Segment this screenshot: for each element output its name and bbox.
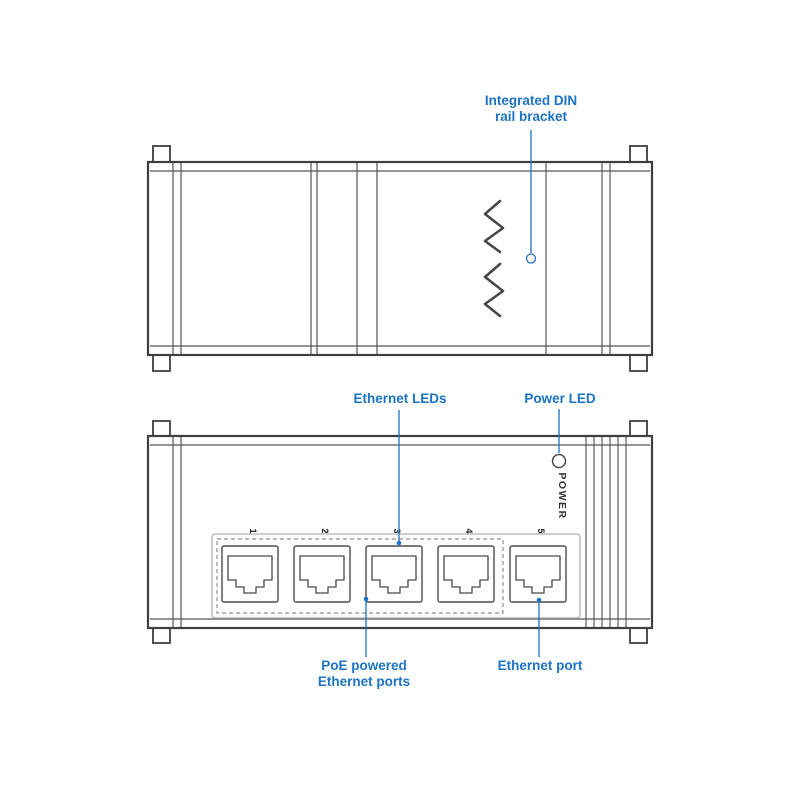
ethernet-port-1 bbox=[221, 545, 279, 603]
power-led-indicator bbox=[551, 453, 567, 469]
port-number-3: 3 bbox=[392, 528, 402, 533]
ports-container bbox=[211, 533, 581, 619]
top-view-tab-bottom-left bbox=[152, 354, 171, 372]
top-view-body bbox=[146, 160, 654, 357]
label-poe-ports: PoE powered Ethernet ports bbox=[318, 658, 410, 690]
front-view-panel-lines bbox=[150, 437, 650, 627]
top-view-tab-top-left bbox=[152, 145, 171, 163]
leader-target-din-bracket bbox=[525, 253, 537, 264]
power-panel-text: POWER bbox=[556, 472, 568, 519]
ethernet-port-4 bbox=[437, 545, 495, 603]
leader-target-ethernet-port bbox=[536, 597, 542, 603]
top-view bbox=[146, 145, 654, 372]
top-view-tab-top-right bbox=[629, 145, 648, 163]
ethernet-port-5 bbox=[509, 545, 567, 603]
front-view: POWER bbox=[146, 420, 654, 644]
label-ethernet-leds: Ethernet LEDs bbox=[353, 391, 447, 406]
top-view-panel-lines bbox=[150, 163, 650, 354]
top-view-tab-bottom-right bbox=[629, 354, 648, 372]
label-din-rail-bracket-line2: rail bracket bbox=[494, 109, 568, 124]
front-view-tab-top-left bbox=[152, 420, 171, 437]
port-numbers: 1 2 3 4 5 bbox=[248, 528, 546, 533]
front-view-foot-left bbox=[152, 627, 171, 644]
label-poe-ports-line1: PoE powered bbox=[321, 658, 407, 673]
front-view-foot-right bbox=[629, 627, 648, 644]
leader-target-ethernet-leds bbox=[396, 540, 402, 546]
port-number-4: 4 bbox=[464, 528, 474, 533]
label-din-rail-bracket-line1: Integrated DIN bbox=[484, 93, 578, 108]
label-ethernet-port: Ethernet port bbox=[497, 658, 583, 673]
label-power-led: Power LED bbox=[524, 391, 596, 406]
poe-ports-group-outline bbox=[216, 538, 504, 614]
ethernet-port-3 bbox=[365, 545, 423, 603]
port-number-5: 5 bbox=[536, 528, 546, 533]
front-view-tab-top-right bbox=[629, 420, 648, 437]
port-number-2: 2 bbox=[320, 528, 330, 533]
callout-leaders bbox=[363, 130, 560, 657]
leader-target-poe-ports bbox=[363, 596, 369, 602]
din-rail-clip bbox=[483, 199, 505, 318]
ethernet-port-2 bbox=[293, 545, 351, 603]
label-poe-ports-line2: Ethernet ports bbox=[317, 674, 411, 689]
port-number-1: 1 bbox=[248, 528, 258, 533]
label-din-rail-bracket: Integrated DIN rail bracket bbox=[485, 93, 577, 125]
